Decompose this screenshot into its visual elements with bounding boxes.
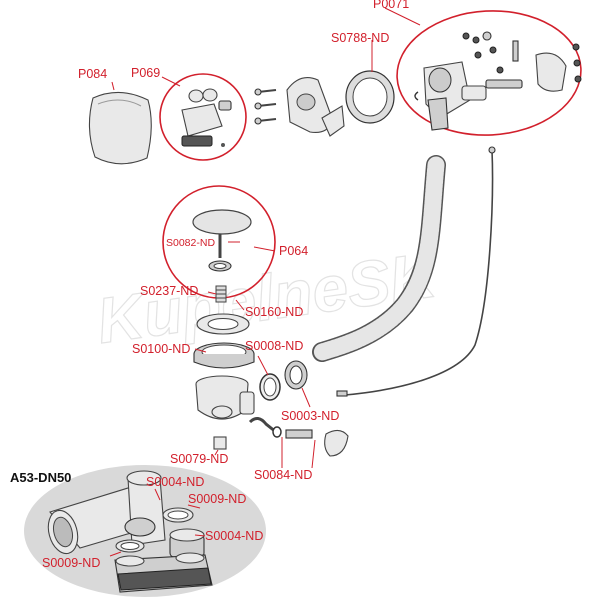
label-p064: P064 (279, 244, 308, 258)
bowden-cable (336, 146, 496, 397)
p069-overflow-assembly (181, 88, 232, 147)
s0084-lever (248, 417, 349, 457)
part-labels: P0071 S0788-ND P084 P069 S0082-ND P064 S… (10, 0, 409, 570)
label-p084: P084 (78, 67, 107, 81)
label-s0004-nd-bottom: S0004-ND (205, 529, 263, 543)
siphon-a53-dn50 (47, 470, 213, 593)
label-s0082-nd: S0082-ND (166, 237, 215, 249)
mounting-screws (254, 88, 277, 125)
drain-nut (193, 342, 255, 369)
label-s0009-nd-top: S0009-ND (188, 492, 246, 506)
label-s0237-nd: S0237-ND (140, 284, 198, 298)
p064-plug-assembly (192, 209, 252, 272)
p084-cover-cap (88, 91, 152, 165)
label-p0071: P0071 (373, 0, 409, 11)
label-s0100-nd: S0100-ND (132, 342, 190, 356)
p069-circle (159, 73, 247, 161)
s0008-ring (259, 373, 281, 401)
label-s0008-nd: S0008-ND (245, 339, 303, 353)
s0079-fitting (213, 436, 227, 450)
label-s0788-nd: S0788-ND (331, 31, 389, 45)
label-s0009-nd-bottom: S0009-ND (42, 556, 100, 570)
s0788-gasket-ring (345, 70, 395, 124)
label-s0004-nd-top: S0004-ND (146, 475, 204, 489)
label-s0160-nd: S0160-ND (245, 305, 303, 319)
corrugated-hose (312, 155, 446, 362)
p0071-valve-assembly (414, 31, 582, 131)
label-s0079-nd: S0079-ND (170, 452, 228, 466)
leader-lines (109, 7, 421, 557)
label-s0003-nd: S0003-ND (281, 409, 339, 423)
overflow-plate (286, 77, 345, 137)
label-a53-dn50: A53-DN50 (10, 470, 71, 485)
s0237-spring (215, 285, 227, 303)
drain-body (195, 375, 255, 420)
label-s0084-nd: S0084-ND (254, 468, 312, 482)
drain-flange (196, 313, 250, 335)
label-p069: P069 (131, 66, 160, 80)
p0071-ellipse (396, 10, 582, 136)
s0003-nut (284, 360, 308, 390)
